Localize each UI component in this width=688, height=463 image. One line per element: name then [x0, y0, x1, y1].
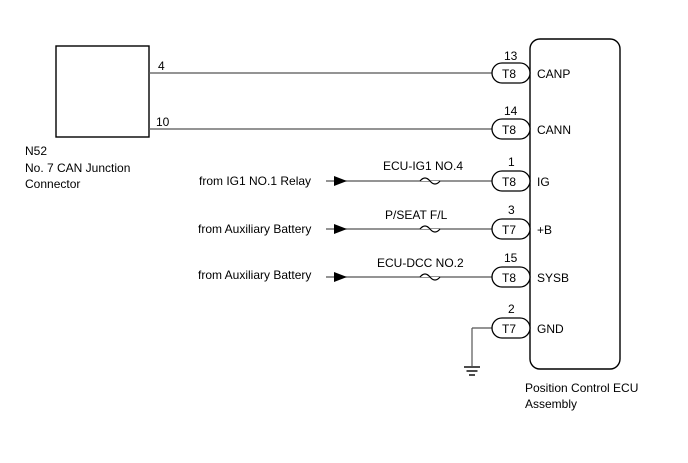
- ig-fuse-icon: [419, 177, 441, 185]
- ecu-name-line2: Assembly: [525, 397, 577, 411]
- ig-fuse-label: ECU-IG1 NO.4: [383, 159, 463, 173]
- terminal-pin: 14: [504, 104, 518, 118]
- terminal-signal: CANP: [537, 67, 570, 81]
- sysb-source-label: from Auxiliary Battery: [198, 268, 311, 282]
- terminal-canp: 13 T8 CANP: [491, 49, 570, 84]
- terminal-pin: 2: [508, 302, 515, 316]
- terminal-connector-pill: [491, 170, 531, 192]
- terminal-connector-pill: [491, 266, 531, 288]
- junction-connector-name-line1: No. 7 CAN Junction: [25, 161, 130, 175]
- sysb-arrow-icon: [334, 272, 347, 282]
- terminal-connector-pill: [491, 118, 531, 140]
- sysb-fuse-icon: [419, 273, 441, 281]
- terminal-connector-pill: [491, 317, 531, 339]
- terminal-connector: T7: [502, 223, 516, 237]
- junction-connector-name-line2: Connector: [25, 177, 80, 191]
- b-fuse-icon: [419, 225, 441, 233]
- terminal-pin: 3: [508, 203, 515, 217]
- junction-connector-box: [55, 45, 150, 138]
- ig-arrow-icon: [334, 176, 347, 186]
- terminal-pin: 15: [504, 251, 518, 265]
- terminal-cann: 14 T8 CANN: [491, 104, 571, 140]
- sysb-fuse-label: ECU-DCC NO.2: [377, 256, 464, 270]
- terminal-signal: +B: [537, 223, 552, 237]
- terminal-connector-pill: [491, 218, 531, 240]
- ecu-name-line1: Position Control ECU: [525, 381, 638, 395]
- junction-pin-4: 4: [158, 59, 165, 73]
- ecu-box: [529, 38, 621, 370]
- terminal-pin: 13: [504, 49, 518, 63]
- terminal-gnd: 2 T7 GND: [491, 302, 564, 339]
- terminal-connector: T8: [502, 123, 516, 137]
- terminal-signal: IG: [537, 175, 550, 189]
- terminal-connector: T8: [502, 175, 516, 189]
- terminal-b: 3 T7 +B: [491, 203, 552, 240]
- terminal-signal: CANN: [537, 123, 571, 137]
- b-arrow-icon: [334, 224, 347, 234]
- terminal-connector-pill: [491, 62, 531, 84]
- junction-connector-code: N52: [25, 144, 47, 158]
- ground-icon: [464, 366, 480, 376]
- b-source-label: from Auxiliary Battery: [198, 222, 311, 236]
- terminal-connector: T8: [502, 67, 516, 81]
- terminal-connector: T7: [502, 322, 516, 336]
- terminal-pin: 1: [508, 155, 515, 169]
- terminal-signal: GND: [537, 322, 564, 336]
- junction-pin-10: 10: [156, 115, 170, 129]
- b-fuse-label: P/SEAT F/L: [385, 208, 448, 222]
- terminal-signal: SYSB: [537, 271, 569, 285]
- terminal-sysb: 15 T8 SYSB: [491, 251, 569, 288]
- terminal-ig: 1 T8 IG: [491, 155, 550, 192]
- terminal-connector: T8: [502, 271, 516, 285]
- ig-source-label: from IG1 NO.1 Relay: [199, 174, 311, 188]
